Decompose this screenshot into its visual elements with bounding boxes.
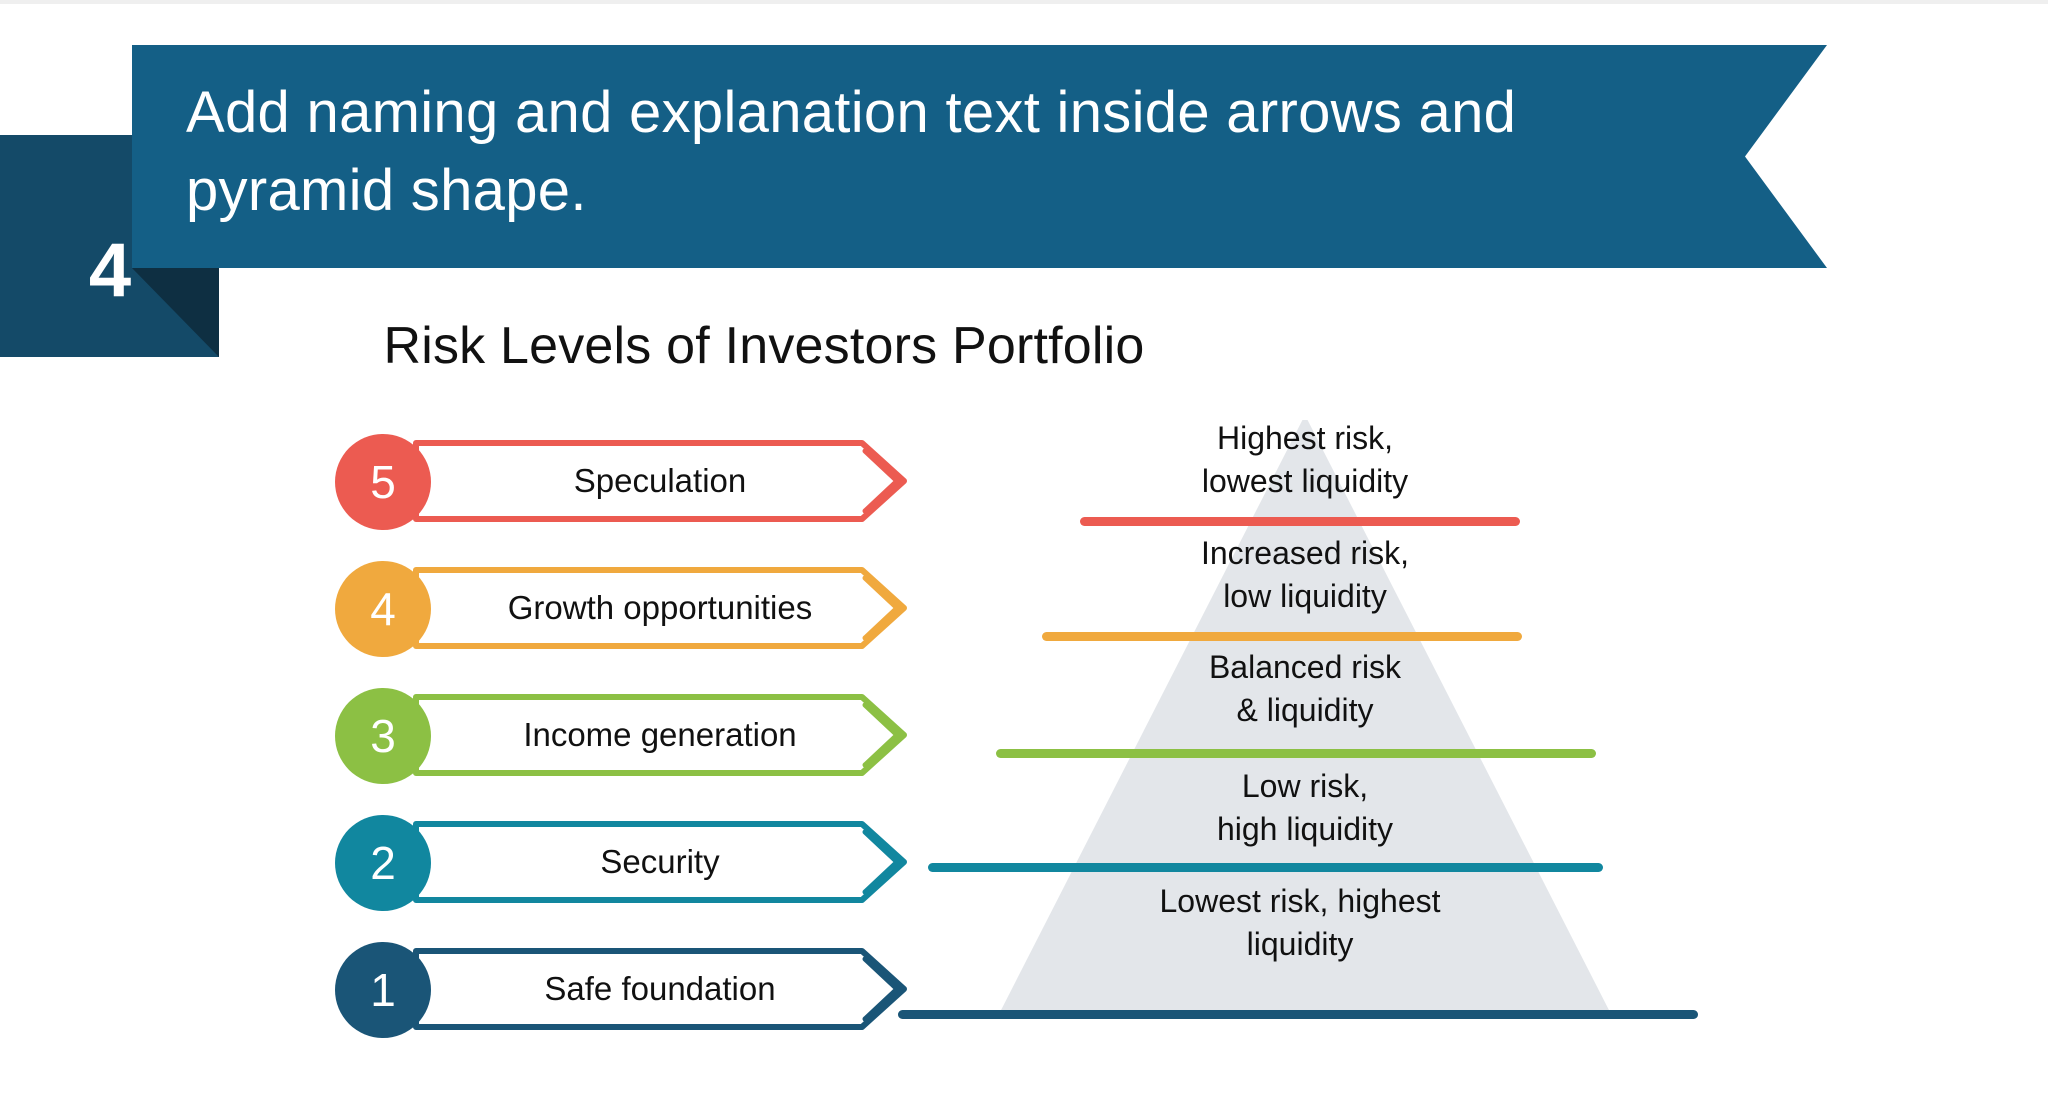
header-banner-chevron-tail: [1745, 45, 1827, 268]
arrow-badge-5: 5: [335, 434, 431, 530]
arrow-row-1[interactable]: 1 Safe foundation: [335, 942, 935, 1045]
page-title: Risk Levels of Investors Portfolio: [0, 316, 2048, 376]
arrow-badge-4: 4: [335, 561, 431, 657]
arrow-badge-3: 3: [335, 688, 431, 784]
pyramid-level-label-4: Increased risk,low liquidity: [1200, 535, 1410, 614]
header-banner-body: [132, 45, 1745, 268]
pyramid-level-label-2: Low risk,high liquidity: [1216, 768, 1394, 847]
arrow-label-4: Growth opportunities: [507, 589, 813, 626]
header-step-number: 4: [88, 227, 131, 313]
arrow-label-2: Security: [600, 843, 720, 880]
pyramid-level-label-5: Highest risk,lowest liquidity: [1201, 420, 1409, 499]
risk-pyramid: Highest risk,lowest liquidity Increased …: [880, 420, 1780, 1040]
pyramid-divider-2: [928, 863, 1603, 872]
pyramid-divider-1: [898, 1010, 1698, 1019]
arrow-row-4[interactable]: 4 Growth opportunities: [335, 561, 935, 664]
arrow-label-3: Income generation: [523, 716, 797, 753]
arrow-list: 5 Speculation 4 Growth opportunities 3 I: [335, 434, 935, 1057]
pyramid-divider-5: [1080, 517, 1520, 526]
pyramid-level-label-3: Balanced risk& liquidity: [1208, 649, 1402, 728]
page-title-text: Risk Levels of Investors Portfolio: [383, 317, 1145, 375]
pyramid-divider-4: [1042, 632, 1522, 641]
top-divider: [0, 0, 2048, 4]
arrow-row-2[interactable]: 2 Security: [335, 815, 935, 918]
arrow-badge-2: 2: [335, 815, 431, 911]
arrow-row-3[interactable]: 3 Income generation: [335, 688, 935, 791]
arrow-row-5[interactable]: 5 Speculation: [335, 434, 935, 537]
arrow-label-5: Speculation: [573, 462, 747, 499]
pyramid-divider-3: [996, 749, 1596, 758]
arrow-badge-1: 1: [335, 942, 431, 1038]
header-title: Add naming and explanation text inside a…: [186, 80, 1517, 223]
arrow-label-1: Safe foundation: [544, 970, 776, 1007]
